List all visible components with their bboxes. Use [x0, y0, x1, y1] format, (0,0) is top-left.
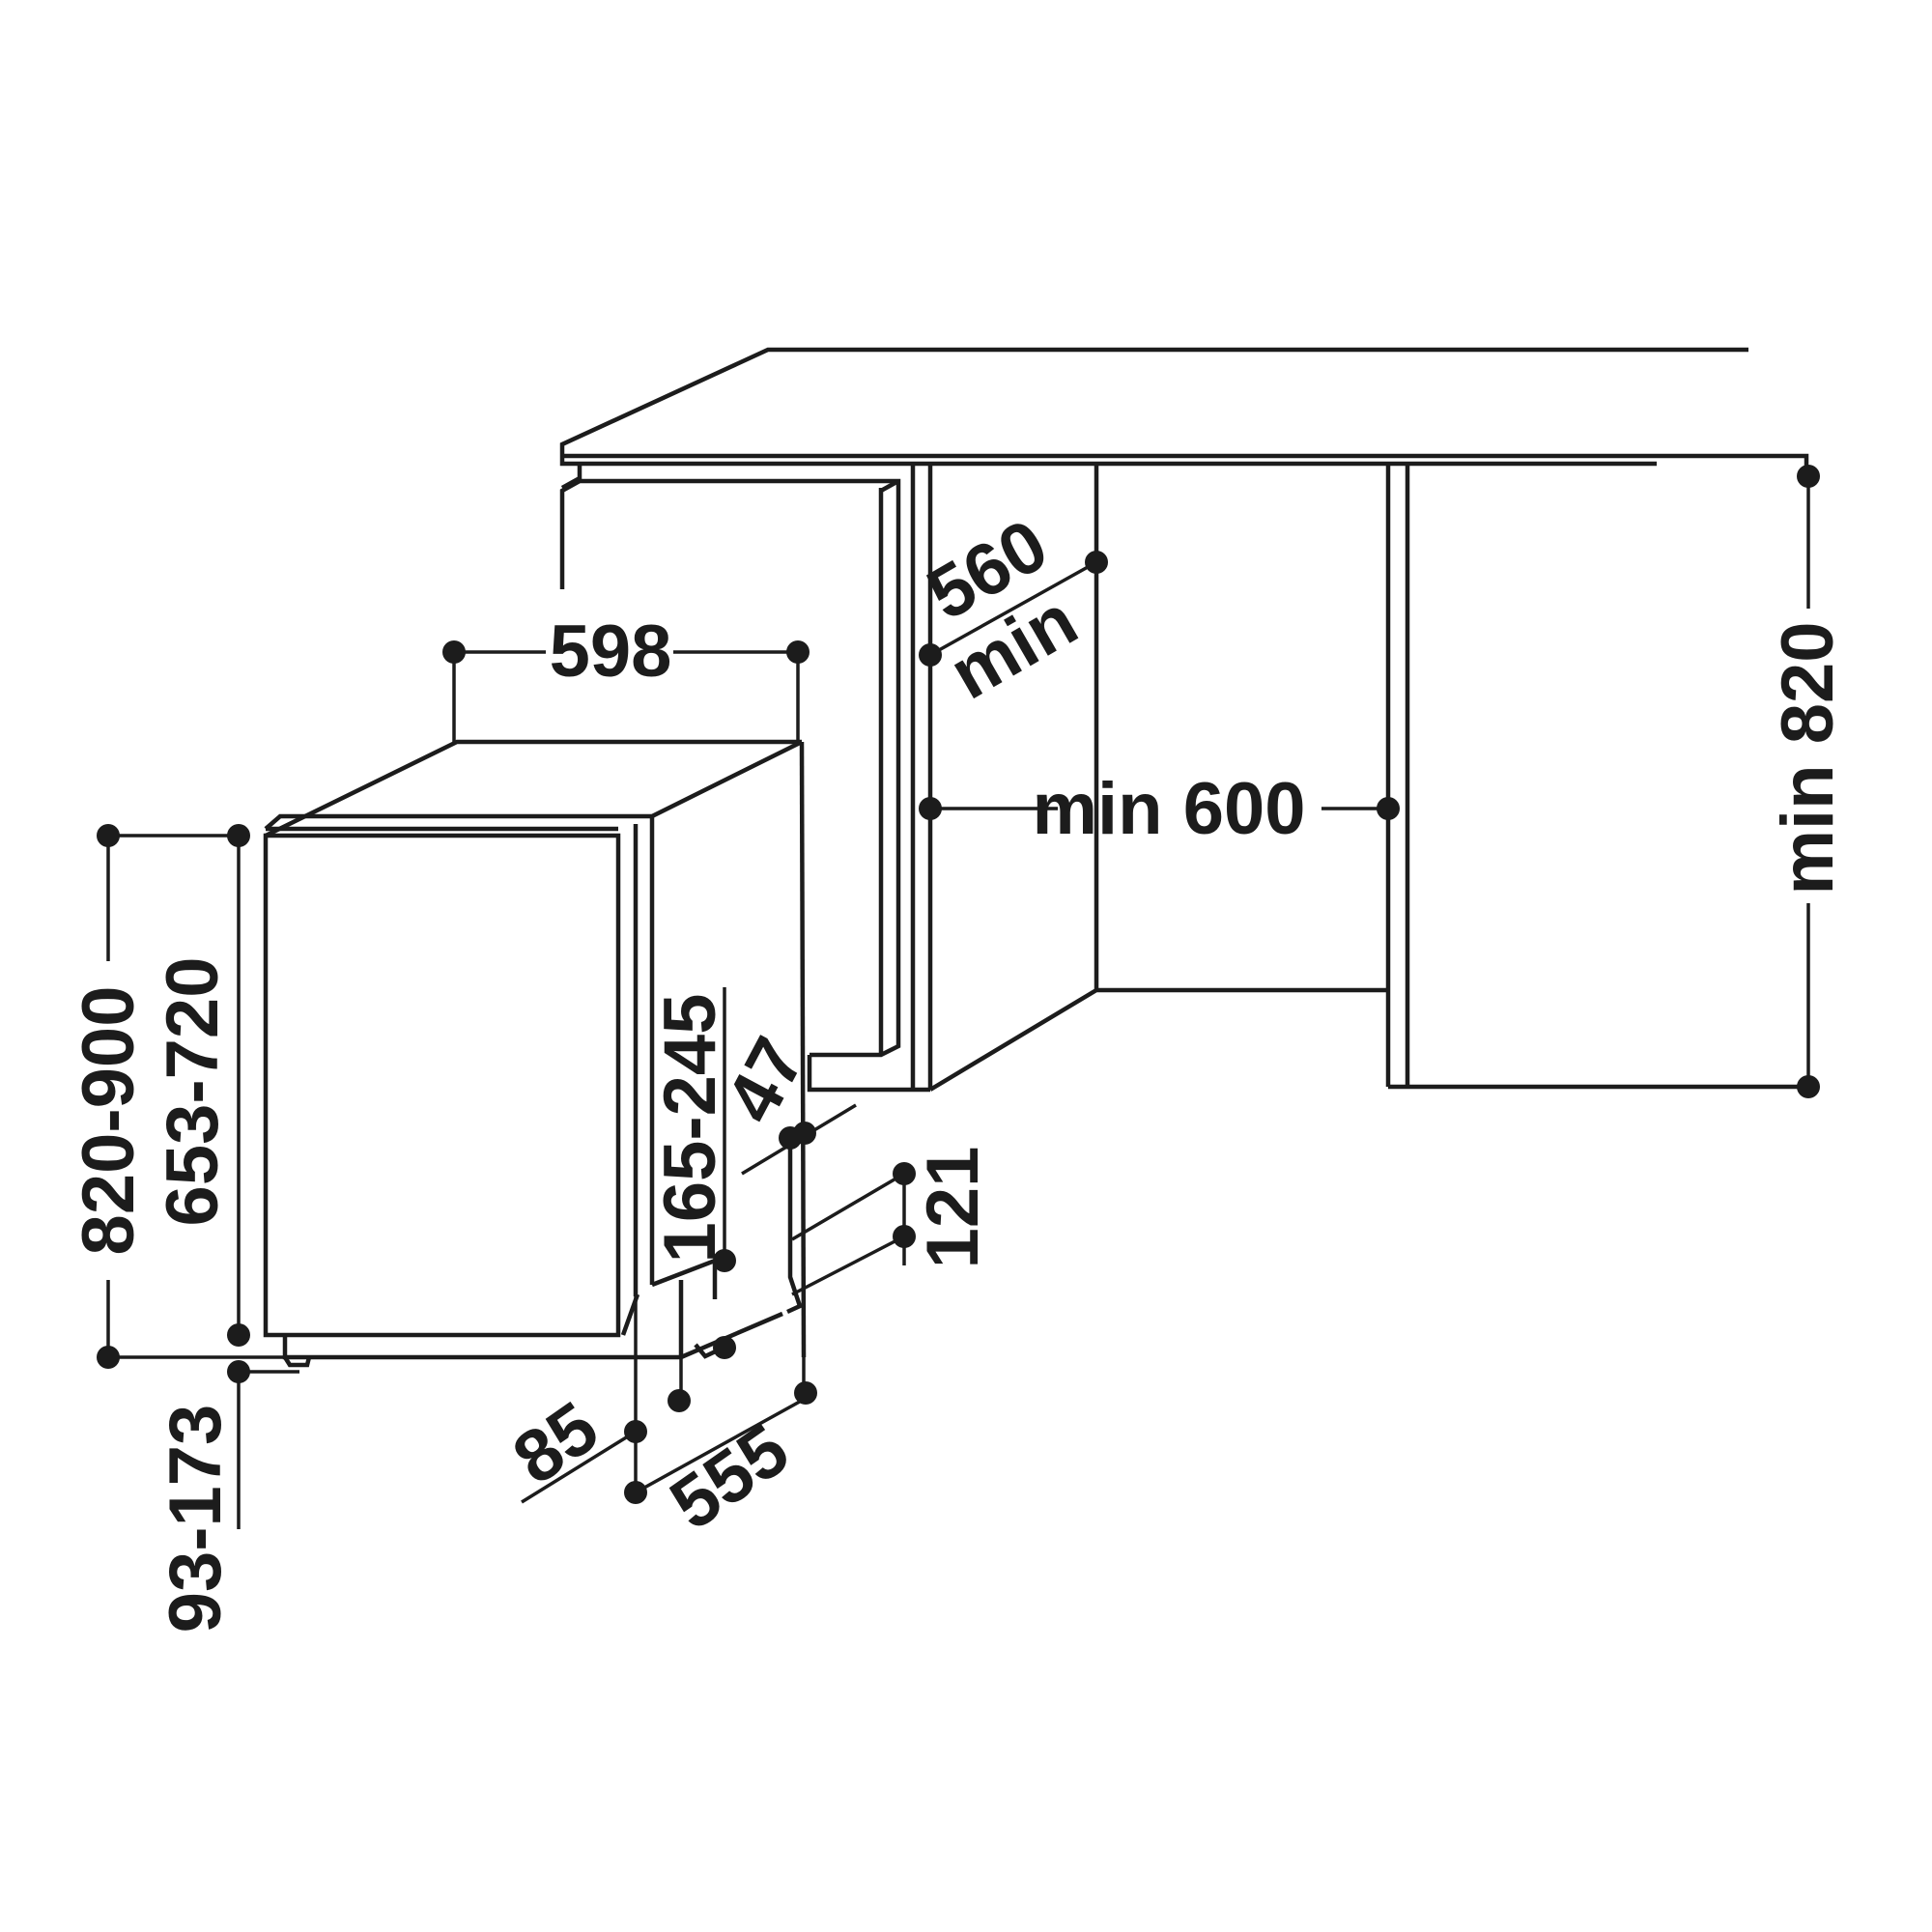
dot — [227, 824, 250, 847]
dot — [1377, 797, 1400, 820]
label-121: 121 — [912, 1147, 994, 1269]
dot — [713, 1336, 736, 1359]
dot — [624, 1481, 647, 1504]
dot — [1797, 1075, 1820, 1098]
dimension-lines — [106, 469, 1810, 1529]
dot — [793, 1122, 816, 1145]
dot — [668, 1389, 691, 1412]
left-cabinet-side — [559, 478, 930, 1093]
dot — [624, 1420, 647, 1443]
label-165-245: 165-245 — [649, 994, 731, 1264]
label-555: 555 — [656, 1408, 804, 1546]
dot — [919, 797, 942, 820]
dimension-labels: 598 560 min min 600 min 820 820-900 653-… — [68, 503, 1849, 1633]
dot — [1797, 465, 1820, 488]
dot — [794, 1381, 817, 1405]
worktop — [559, 347, 1809, 490]
label-653-720: 653-720 — [152, 957, 234, 1227]
dishwasher — [263, 739, 807, 1368]
label-85: 85 — [498, 1386, 612, 1500]
dot — [893, 1225, 916, 1248]
dot — [713, 1249, 736, 1272]
dot — [919, 643, 942, 667]
dot — [227, 1360, 250, 1383]
dot — [97, 824, 120, 847]
label-93-173: 93-173 — [155, 1405, 237, 1634]
dot — [97, 1346, 120, 1369]
label-min-820: min 820 — [1767, 621, 1849, 895]
label-598: 598 — [550, 611, 672, 693]
dot — [227, 1323, 250, 1347]
dot — [442, 640, 466, 664]
dot — [786, 640, 810, 664]
dot — [893, 1162, 916, 1185]
dot — [1085, 551, 1108, 574]
label-820-900: 820-900 — [68, 986, 150, 1256]
dimension-dots — [97, 465, 1820, 1504]
label-min-600: min 600 — [1032, 768, 1305, 850]
